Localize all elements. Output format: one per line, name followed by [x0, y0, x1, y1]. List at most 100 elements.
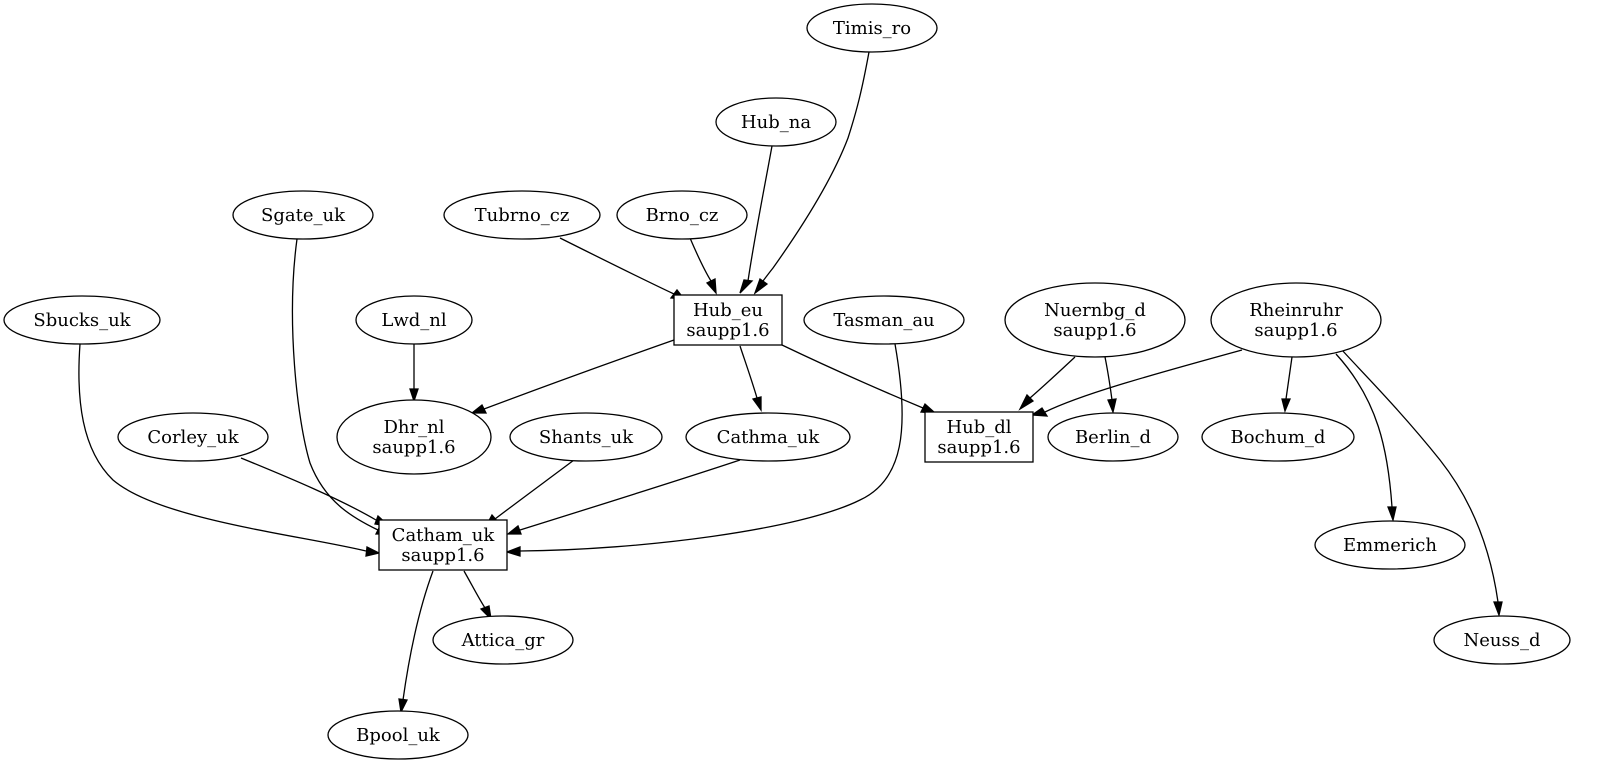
edge-line — [559, 237, 675, 295]
edge-sbucks_uk-to-catham_uk — [78, 343, 381, 557]
node-box — [378, 519, 508, 571]
node-attica_gr: Attica_gr — [432, 615, 574, 665]
node-ellipse — [806, 3, 938, 53]
node-sublabel: saupp1.6 — [937, 437, 1020, 458]
node-tasman_au: Tasman_au — [803, 295, 965, 345]
node-label: Dhr_nl — [384, 417, 445, 438]
node-ellipse — [1047, 412, 1179, 462]
node-ellipse — [443, 190, 601, 240]
edge-catham_uk-to-bpool_uk — [398, 570, 434, 715]
edge-rheinruhr-to-neuss_d — [1341, 349, 1503, 618]
node-label: Bpool_uk — [356, 725, 441, 746]
edge-line — [1341, 349, 1499, 603]
node-ellipse — [1314, 520, 1466, 570]
edge-brno_cz-to-hub_eu — [689, 237, 717, 295]
edge-timis_ro-to-hub_eu — [753, 51, 870, 295]
edge-nuernbg_d-to-berlin_d — [1104, 356, 1117, 415]
node-ellipse — [327, 710, 469, 760]
edge-line — [1104, 356, 1113, 401]
node-ellipse — [355, 295, 473, 345]
arrowhead — [753, 277, 769, 295]
node-label: Tasman_au — [833, 310, 934, 331]
edge-line — [747, 145, 773, 282]
node-label: Neuss_d — [1464, 630, 1541, 651]
node-label: Nuernbg_d — [1044, 300, 1146, 321]
node-label: Sgate_uk — [261, 205, 346, 226]
node-label: Shants_uk — [539, 427, 634, 448]
edge-rheinruhr-to-bochum_d — [1281, 356, 1293, 414]
arrowhead — [751, 396, 762, 412]
edge-line — [1335, 353, 1393, 508]
node-timis_ro: Timis_ro — [806, 3, 938, 53]
node-label: Hub_dl — [946, 417, 1011, 438]
node-hub_na: Hub_na — [715, 97, 837, 147]
arrowhead — [1387, 506, 1397, 523]
edge-line — [739, 345, 758, 399]
edge-lwd_nl-to-dhr_nl — [409, 343, 419, 404]
node-ellipse — [3, 295, 161, 345]
node-shants_uk: Shants_uk — [509, 412, 663, 462]
node-sublabel: saupp1.6 — [1053, 320, 1136, 341]
edge-rheinruhr-to-emmerich — [1335, 353, 1397, 523]
node-label: Lwd_nl — [381, 310, 446, 331]
edge-line — [78, 343, 367, 552]
arrowhead — [470, 403, 488, 414]
node-bpool_uk: Bpool_uk — [327, 710, 469, 760]
node-label: Corley_uk — [147, 427, 239, 448]
arrowhead — [365, 546, 381, 557]
node-ellipse — [1433, 615, 1571, 665]
node-emmerich: Emmerich — [1314, 520, 1466, 570]
node-label: Timis_ro — [833, 18, 911, 39]
node-label: Brno_cz — [646, 205, 719, 226]
node-berlin_d: Berlin_d — [1047, 412, 1179, 462]
node-lwd_nl: Lwd_nl — [355, 295, 473, 345]
node-label: Catham_uk — [392, 525, 496, 546]
node-ellipse — [509, 412, 663, 462]
node-sublabel: saupp1.6 — [686, 320, 769, 341]
node-label: Berlin_d — [1075, 427, 1151, 448]
edge-hub_eu-to-cathma_uk — [739, 345, 762, 412]
edge-hub_na-to-hub_eu — [739, 145, 773, 294]
node-corley_uk: Corley_uk — [117, 412, 269, 462]
arrowhead — [1018, 393, 1035, 411]
node-ellipse — [715, 97, 837, 147]
arrowhead — [705, 277, 717, 295]
edge-line — [494, 459, 575, 520]
edge-tasman_au-to-catham_uk — [505, 343, 903, 557]
node-label: Hub_na — [741, 112, 811, 133]
node-neuss_d: Neuss_d — [1433, 615, 1571, 665]
edge-cathma_uk-to-catham_uk — [506, 459, 741, 535]
arrowhead — [479, 605, 492, 621]
edge-line — [291, 238, 379, 531]
node-ellipse — [336, 399, 492, 475]
arrowhead — [739, 279, 754, 294]
edge-line — [463, 570, 486, 609]
node-ellipse — [616, 190, 748, 240]
edge-line — [519, 459, 741, 531]
edge-rheinruhr-to-hub_dl — [1030, 349, 1243, 417]
edge-tubrno_cz-to-hub_eu — [559, 237, 686, 300]
edge-hub_eu-to-hub_dl — [781, 344, 937, 414]
node-ellipse — [1201, 412, 1355, 462]
node-ellipse — [803, 295, 965, 345]
node-label: Hub_eu — [693, 300, 763, 321]
node-sublabel: saupp1.6 — [1254, 320, 1337, 341]
edge-line — [689, 237, 712, 282]
edge-line — [762, 51, 870, 282]
node-label: Sbucks_uk — [33, 310, 131, 331]
arrowhead — [1107, 398, 1117, 415]
node-label: Cathma_uk — [717, 427, 821, 448]
arrowhead — [505, 546, 521, 557]
edge-line — [781, 344, 924, 409]
node-label: Rheinruhr — [1249, 300, 1343, 321]
edges-layer — [78, 51, 1503, 715]
node-sgate_uk: Sgate_uk — [232, 190, 374, 240]
edge-corley_uk-to-catham_uk — [240, 457, 392, 527]
